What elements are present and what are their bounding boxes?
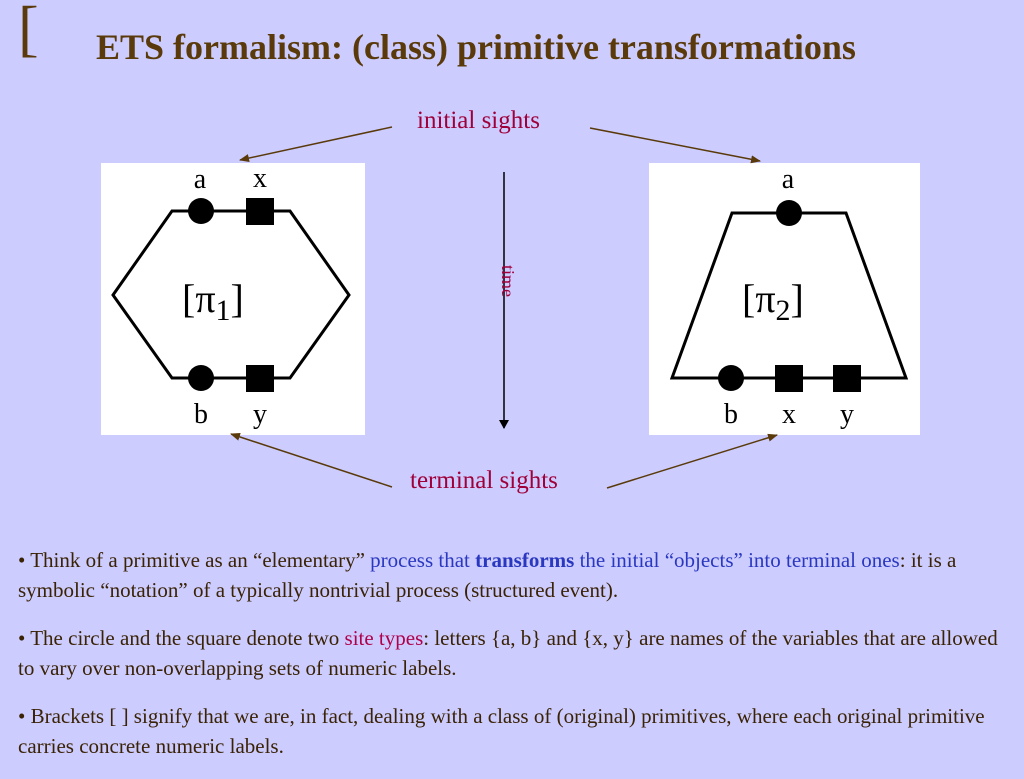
left-bottom-label-b: b — [194, 399, 208, 430]
right-bottom-label-y: y — [840, 399, 854, 430]
left-bottom-label-y: y — [253, 399, 267, 430]
left-site-b-circle — [188, 365, 214, 391]
left-site-y-square — [246, 365, 274, 392]
right-top-label-a: a — [782, 164, 795, 195]
bullet-list: • Think of a primitive as an “elementary… — [18, 545, 998, 779]
right-bottom-label-x: x — [782, 399, 796, 430]
left-site-a-circle — [188, 198, 214, 224]
bullet-primitive: • Think of a primitive as an “elementary… — [18, 548, 957, 602]
left-site-x-square — [246, 198, 274, 225]
left-top-label-a: a — [194, 164, 207, 195]
right-bottom-label-b: b — [724, 399, 738, 430]
left-hexagon-outline — [111, 209, 351, 380]
right-site-b-circle — [718, 365, 744, 391]
right-site-x-square — [775, 365, 803, 392]
right-class-label: [π2] — [742, 276, 804, 327]
right-site-a-circle — [776, 200, 802, 226]
slide-title: ETS formalism: (class) primitive transfo… — [96, 27, 856, 67]
bullet-site-types: • The circle and the square denote two s… — [18, 626, 998, 680]
initial-arrow-left — [239, 126, 393, 162]
terminal-arrow-right — [606, 433, 778, 489]
terminal-sights-label: terminal sights — [410, 467, 558, 494]
title-bracket: [ — [18, 0, 39, 63]
left-class-label: [π1] — [182, 276, 244, 327]
time-label: time — [498, 265, 518, 297]
terminal-arrow-left — [230, 433, 393, 488]
initial-sights-label: initial sights — [417, 107, 540, 134]
initial-arrow-right — [589, 127, 761, 164]
bullet-brackets: • Brackets [ ] signify that we are, in f… — [18, 704, 985, 758]
right-trapezoid-outline — [669, 211, 909, 380]
left-primitive-panel — [101, 163, 365, 435]
right-site-y-square — [833, 365, 861, 392]
left-top-label-x: x — [253, 163, 267, 194]
